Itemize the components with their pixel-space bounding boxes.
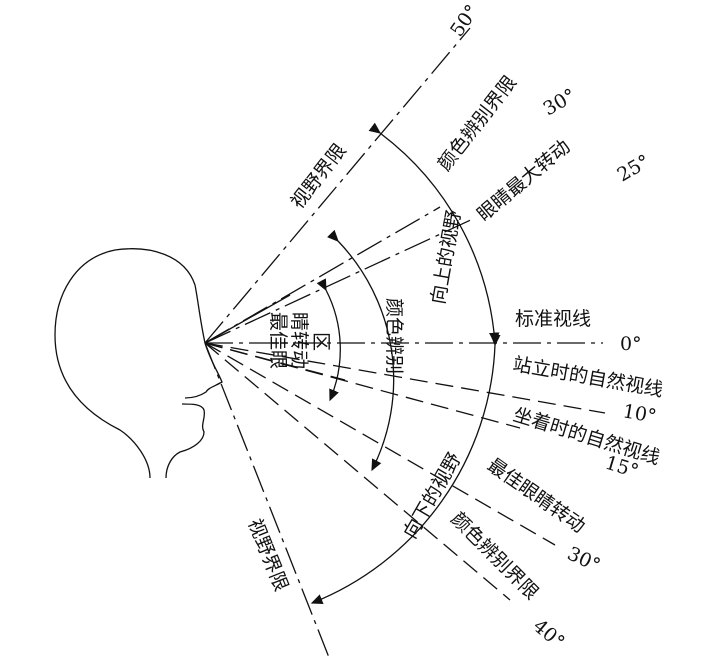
- lower-color-limit-deg: 40°: [529, 615, 569, 654]
- line-lower-field-limit: [204, 342, 331, 660]
- lower-field-limit-label: 视野界限: [243, 516, 292, 595]
- color-discrimination-label: 颜色辨别: [383, 298, 405, 374]
- standing-line-label: 站立时的自然视线: [511, 353, 665, 401]
- head-outline: [54, 248, 223, 479]
- eye-max-rotation-label: 眼睛最大转动: [473, 136, 574, 226]
- line-sitting-15: [204, 342, 521, 429]
- standing-line-deg: 10°: [621, 400, 658, 428]
- eye-max-rotation-deg: 25°: [614, 150, 654, 186]
- standard-line-deg: 0°: [620, 333, 642, 355]
- upper-color-limit-deg: 30°: [540, 84, 580, 120]
- outer-field-arc-lower: [310, 334, 501, 604]
- lower-color-limit-label: 颜色辨别界限: [446, 508, 542, 604]
- line-best-rotation-30: [204, 342, 556, 546]
- best-rotation-deg: 30°: [564, 543, 604, 577]
- outer-field-arc: [368, 122, 500, 345]
- best-zone-label-line2: 睛转动: [288, 312, 310, 369]
- best-rotation-label: 最佳眼睛转动: [483, 454, 589, 537]
- line-upper-field-limit-50: [204, 27, 471, 344]
- standard-line-label: 标准视线: [515, 308, 591, 330]
- line-standing-10: [204, 342, 606, 414]
- color-arc: [327, 229, 395, 472]
- line-lower-color-limit-40: [204, 342, 511, 601]
- best-zone-arc: [316, 278, 341, 402]
- best-zone-label-line3: 区: [310, 332, 332, 351]
- best-zone-label-line1: 最佳眼: [267, 312, 289, 369]
- upper-field-limit-deg: 50°: [446, 1, 483, 41]
- upper-field-limit-label: 视野界限: [287, 140, 351, 213]
- line-best-zone-upper: [204, 294, 291, 344]
- upper-color-limit-label: 颜色辨别界限: [434, 72, 522, 175]
- upward-field-label: 向上的视野: [427, 208, 465, 305]
